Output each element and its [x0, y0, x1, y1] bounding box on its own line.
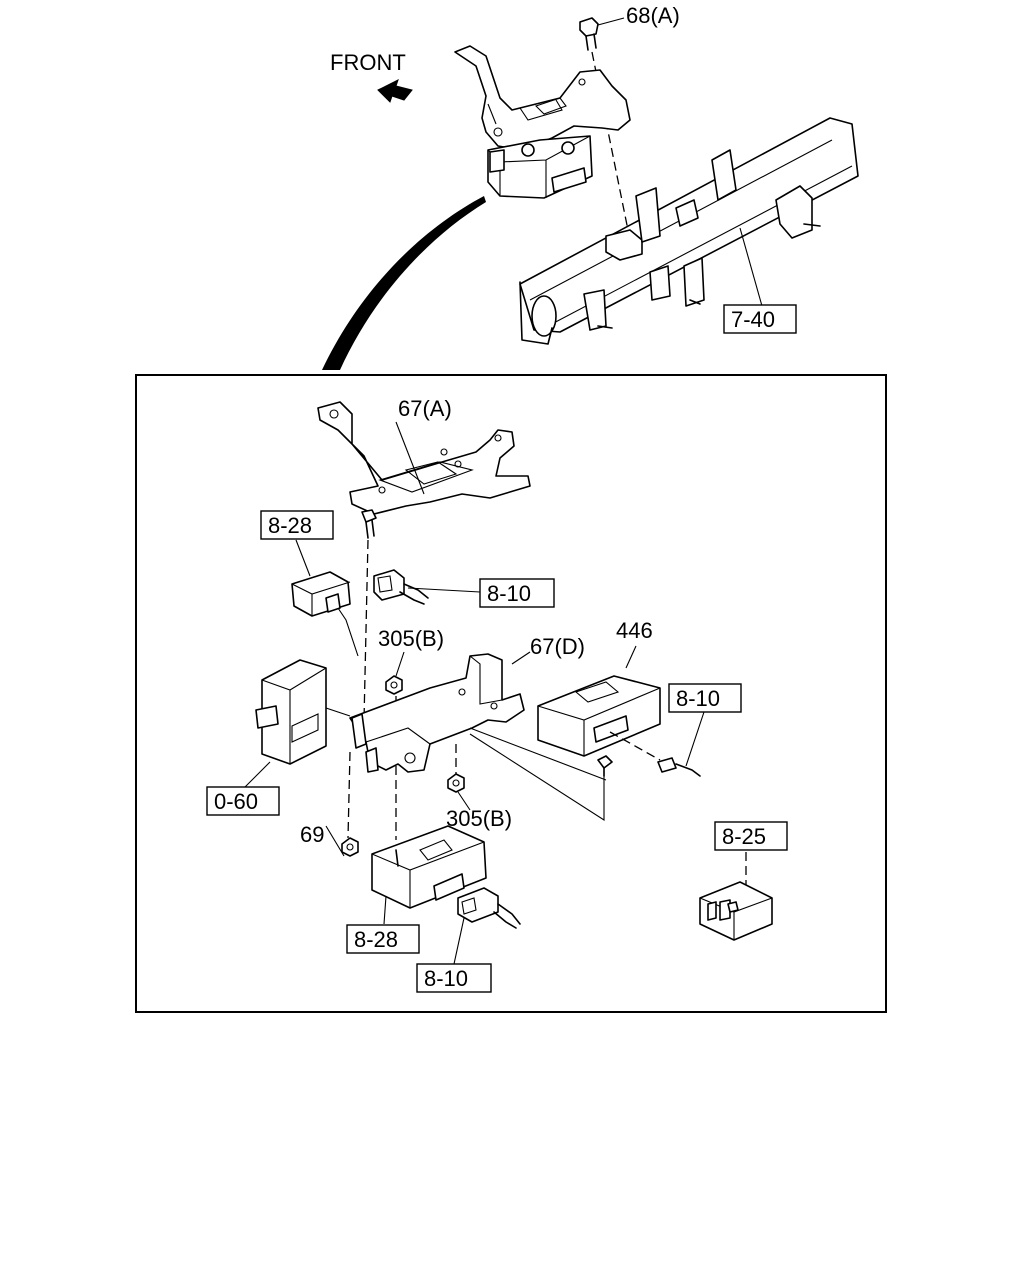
control-unit-446	[537, 675, 661, 757]
dash-446-connector	[609, 731, 661, 761]
front-arrow-icon	[377, 79, 413, 103]
callout-446: 446	[616, 618, 653, 643]
callout-box-810-bottom	[416, 963, 492, 993]
module-060-wire	[325, 707, 351, 717]
callout-box-810-top	[479, 578, 555, 608]
nut-305b-bottom	[447, 773, 465, 793]
callout-828-top: 8-28	[268, 513, 312, 538]
callout-68a: 68(A)	[626, 3, 680, 28]
connector-810-right	[657, 757, 701, 777]
leader-828-bottom	[383, 895, 387, 925]
callout-810-bottom: 8-10	[424, 966, 468, 991]
callout-305b-top: 305(B)	[378, 626, 444, 651]
leader-810-top	[407, 587, 481, 593]
leader-740	[739, 227, 763, 307]
bolt-68a	[579, 17, 599, 51]
callout-825: 8-25	[722, 824, 766, 849]
leader-69	[325, 825, 345, 857]
callout-69: 69	[300, 822, 324, 847]
leader-305b-bottom	[457, 791, 471, 811]
relay-828-bottom	[371, 825, 487, 909]
callout-67d: 67(D)	[530, 634, 585, 659]
nut-69	[341, 837, 359, 857]
leader-060	[243, 761, 271, 789]
callout-67a: 67(A)	[398, 396, 452, 421]
leader-446	[625, 645, 637, 669]
callout-810-right: 8-10	[676, 686, 720, 711]
leader-828-top	[295, 539, 311, 577]
callout-box-810-right	[668, 683, 742, 713]
detail-callout-arrow	[322, 196, 486, 370]
leader-810-bottom	[453, 917, 465, 965]
relay-828-top	[291, 571, 351, 617]
callout-060: 0-60	[214, 789, 258, 814]
detail-frame	[135, 374, 887, 1013]
connector-810-top	[373, 569, 429, 605]
leader-67d	[511, 651, 531, 665]
bracket-67d	[349, 653, 525, 773]
leader-810-right	[685, 711, 705, 767]
front-label: FRONT	[330, 50, 406, 75]
screw-67a	[361, 509, 377, 539]
relay-825	[699, 881, 773, 941]
leader-67a	[395, 421, 425, 495]
callout-305b-bottom: 305(B)	[446, 806, 512, 831]
callout-box-828-bottom	[346, 924, 420, 954]
crossmember-740	[519, 117, 859, 345]
harness-wire-446	[469, 727, 607, 781]
connector-810-bottom	[457, 887, 521, 929]
module-060	[255, 659, 327, 765]
callout-740: 7-40	[731, 307, 775, 332]
relay-828-top-wire	[337, 607, 359, 657]
nut-305b-top	[385, 675, 403, 695]
dash-69	[347, 751, 351, 839]
callout-box-060	[206, 786, 280, 816]
leader-305b-top	[395, 651, 405, 677]
callout-box-828-top	[260, 510, 334, 540]
callout-box-740	[723, 304, 797, 334]
callout-810-top: 8-10	[487, 581, 531, 606]
leader-68a	[597, 17, 625, 26]
screw-446	[597, 755, 613, 777]
dash-screw-to-bracket	[363, 539, 369, 721]
harness-wire-446-b	[469, 733, 605, 822]
callout-box-825	[714, 821, 788, 851]
callout-828-bottom: 8-28	[354, 927, 398, 952]
upper-bracket-assembly	[454, 45, 631, 199]
